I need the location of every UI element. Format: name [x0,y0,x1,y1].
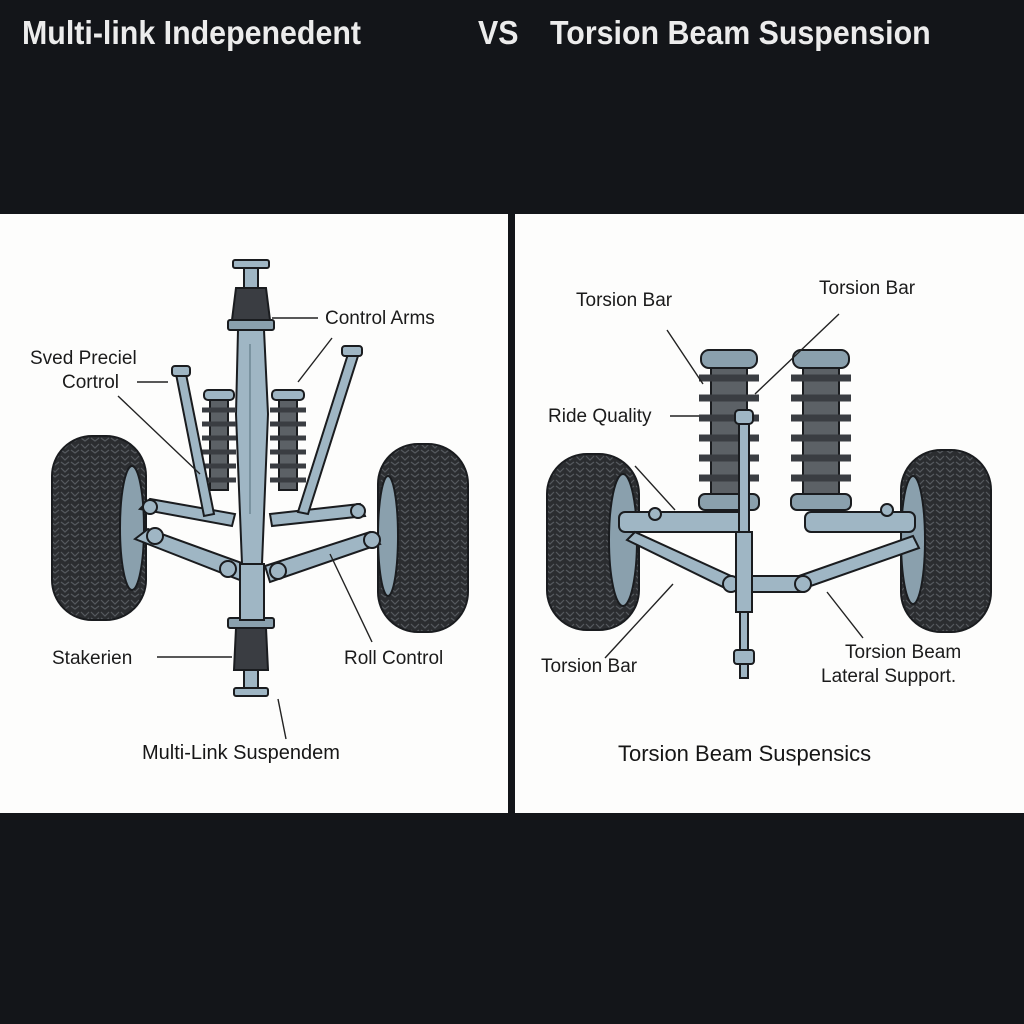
title-vs: VS [478,14,519,51]
right-wheel [900,449,992,633]
coil-over-dampers [202,389,306,491]
torsion-beam [625,530,921,593]
trailing-arms [618,503,916,533]
torsion-beam-illustration [546,313,992,679]
panel-divider [508,214,515,813]
torsion-beam-caption: Torsion Beam Suspensics [618,741,872,766]
label-sved-preciel-line1: Sved Preciel [30,348,137,369]
center-strut [227,259,275,697]
label-lateral-support-line2: Lateral Support. [821,666,957,687]
multilink-caption: Multi-Link Suspendem [142,742,340,764]
label-torsion-bar-top-left: Torsion Bar [576,290,673,311]
label-ride-quality: Ride Quality [548,406,652,427]
label-stakerien: Stakerien [52,648,133,669]
multilink-illustration [51,259,469,740]
right-wheel [377,443,469,633]
lower-control-arms [132,497,382,584]
leader-lines [604,313,864,659]
label-sved-preciel-line2: Cortrol [62,372,120,393]
title-torsion-beam: Torsion Beam Suspension [550,14,931,51]
left-wheel [51,435,147,621]
multilink-panel: Control Arms Sved Preciel Cortrol Staker… [0,214,508,813]
center-damper [733,409,755,679]
leader-lines [117,317,373,740]
title-multilink: Multi-link Indepenedent [22,14,362,51]
label-control-arms: Control Arms [325,308,435,329]
label-roll-control: Roll Control [344,648,444,669]
torsion-beam-panel: Torsion Bar Torsion Bar Ride Quality Tor… [515,214,1024,813]
left-wheel [546,453,640,631]
page-title: Multi-link Indepenedent VS Torsion Beam … [0,8,1024,58]
label-torsion-bar-top-right: Torsion Bar [819,278,916,299]
label-torsion-beam-line1: Torsion Beam [845,642,962,663]
label-torsion-bar-bottom: Torsion Bar [541,656,638,677]
